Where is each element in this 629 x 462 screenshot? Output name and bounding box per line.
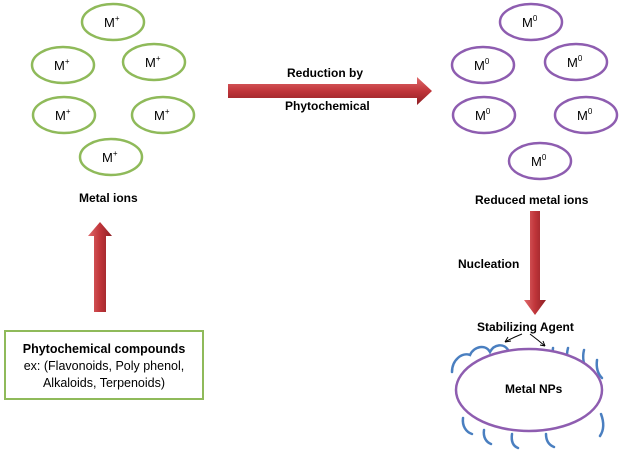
- metal-ions-group: M+ M+ M+ M+ M+ M+: [30, 2, 196, 177]
- metal-nps-label: Metal NPs: [505, 382, 563, 396]
- svg-text:M0: M0: [474, 57, 490, 73]
- phytochemical-examples-line1: ex: (Flavonoids, Poly phenol,: [23, 359, 185, 373]
- reduction-label-line2: Phytochemical: [285, 99, 370, 113]
- reduced-ion: M0: [498, 2, 564, 42]
- metal-ion: M+: [130, 95, 196, 135]
- metal-ion: M+: [121, 42, 187, 82]
- svg-text:M+: M+: [104, 14, 120, 30]
- phytochemical-title: Phytochemical compounds: [22, 342, 186, 356]
- reduction-label-line1: Reduction by: [287, 66, 364, 80]
- stabilizing-agent-label: Stabilizing Agent: [477, 320, 574, 334]
- metal-ion: M+: [78, 137, 144, 177]
- metal-nanoparticle: [454, 347, 604, 433]
- svg-text:M+: M+: [154, 107, 170, 123]
- reduced-ions-group: M0 M0 M0 M0 M0 M0: [450, 2, 619, 181]
- svg-text:M0: M0: [475, 107, 491, 123]
- svg-text:M+: M+: [54, 57, 70, 73]
- svg-text:M0: M0: [522, 14, 538, 30]
- nucleation-label: Nucleation: [458, 257, 520, 271]
- reduced-ion: M0: [450, 45, 516, 85]
- svg-text:M+: M+: [55, 107, 71, 123]
- phytochemical-examples-line2: Alkaloids, Terpenoids): [42, 376, 166, 390]
- svg-text:M0: M0: [577, 107, 593, 123]
- metal-ions-label: Metal ions: [79, 191, 138, 205]
- reduced-ion: M0: [507, 141, 573, 181]
- svg-text:M0: M0: [531, 153, 547, 169]
- reduction-arrow: [228, 77, 432, 105]
- svg-text:M+: M+: [102, 149, 118, 165]
- reduced-ion: M0: [553, 95, 619, 135]
- phytochemical-arrow: [88, 222, 112, 312]
- stabilizing-pointers: [504, 333, 546, 347]
- metal-ion: M+: [30, 45, 96, 85]
- phytochemical-box: Phytochemical compounds ex: (Flavonoids,…: [4, 330, 204, 400]
- reduced-ion: M0: [451, 95, 517, 135]
- reduced-ion: M0: [543, 42, 609, 82]
- reduced-ions-label: Reduced metal ions: [475, 193, 589, 207]
- svg-text:M0: M0: [567, 54, 583, 70]
- metal-ion: M+: [80, 2, 146, 42]
- nucleation-arrow: [524, 211, 546, 315]
- svg-text:M+: M+: [145, 54, 161, 70]
- metal-ion: M+: [31, 95, 97, 135]
